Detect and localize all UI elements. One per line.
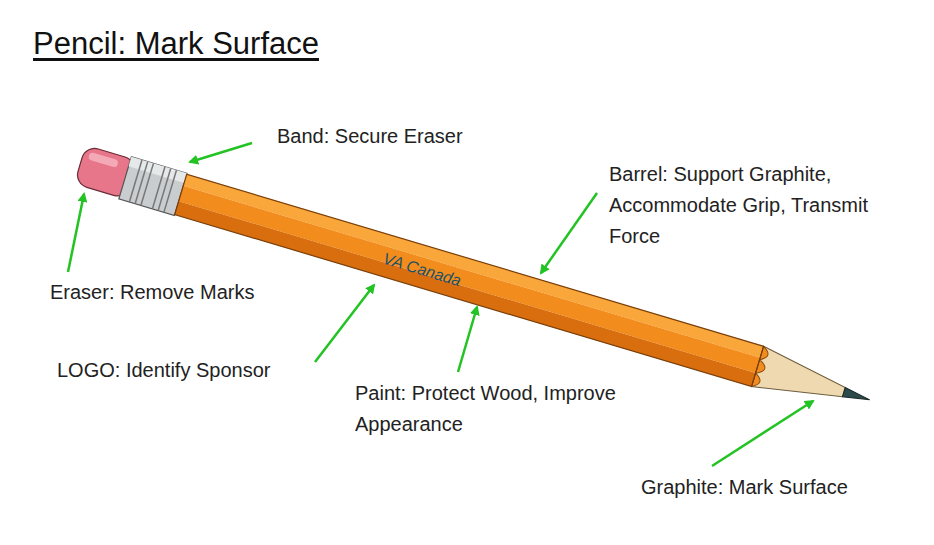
part-label: Eraser: Remove Marks: [50, 277, 350, 308]
part-label: Paint: Protect Wood, Improve Appearance: [355, 378, 675, 440]
leader-lines: [68, 143, 813, 466]
part-label: Graphite: Mark Surface: [641, 472, 931, 503]
part-label: Barrel: Support Graphite, Accommodate Gr…: [609, 159, 919, 252]
part-label: Band: Secure Eraser: [277, 121, 577, 152]
part-label: LOGO: Identify Sponsor: [57, 355, 357, 386]
diagram-title: Pencil: Mark Surface: [33, 26, 319, 62]
